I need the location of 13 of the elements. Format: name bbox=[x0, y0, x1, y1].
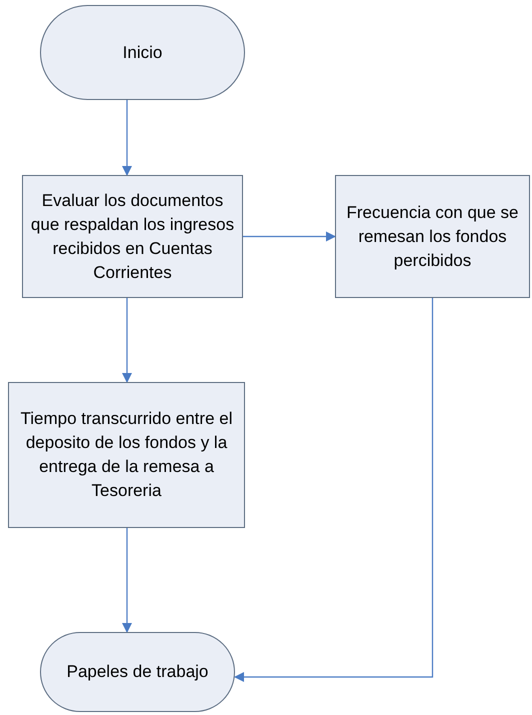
process-box bbox=[8, 382, 245, 528]
arrow bbox=[243, 232, 336, 242]
arrow bbox=[234, 298, 434, 682]
arrow bbox=[122, 100, 132, 176]
arrow bbox=[122, 528, 132, 633]
process-box bbox=[335, 175, 530, 298]
process-box bbox=[22, 175, 243, 298]
node-label: Inicio bbox=[122, 42, 164, 64]
node-label: Frecuencia con que se remesan los fondos percibidos bbox=[346, 202, 520, 272]
node-label: Evaluar los documentos que respaldan los ingresos recibidos en Cuentas Corrientes bbox=[30, 190, 236, 284]
node-label: Papeles de trabajo bbox=[66, 661, 210, 683]
arrow bbox=[122, 298, 132, 383]
node-label: Tiempo transcurrido entre el deposito de los fondos y la entrega de la remesa a Tesoreria bbox=[20, 408, 234, 502]
